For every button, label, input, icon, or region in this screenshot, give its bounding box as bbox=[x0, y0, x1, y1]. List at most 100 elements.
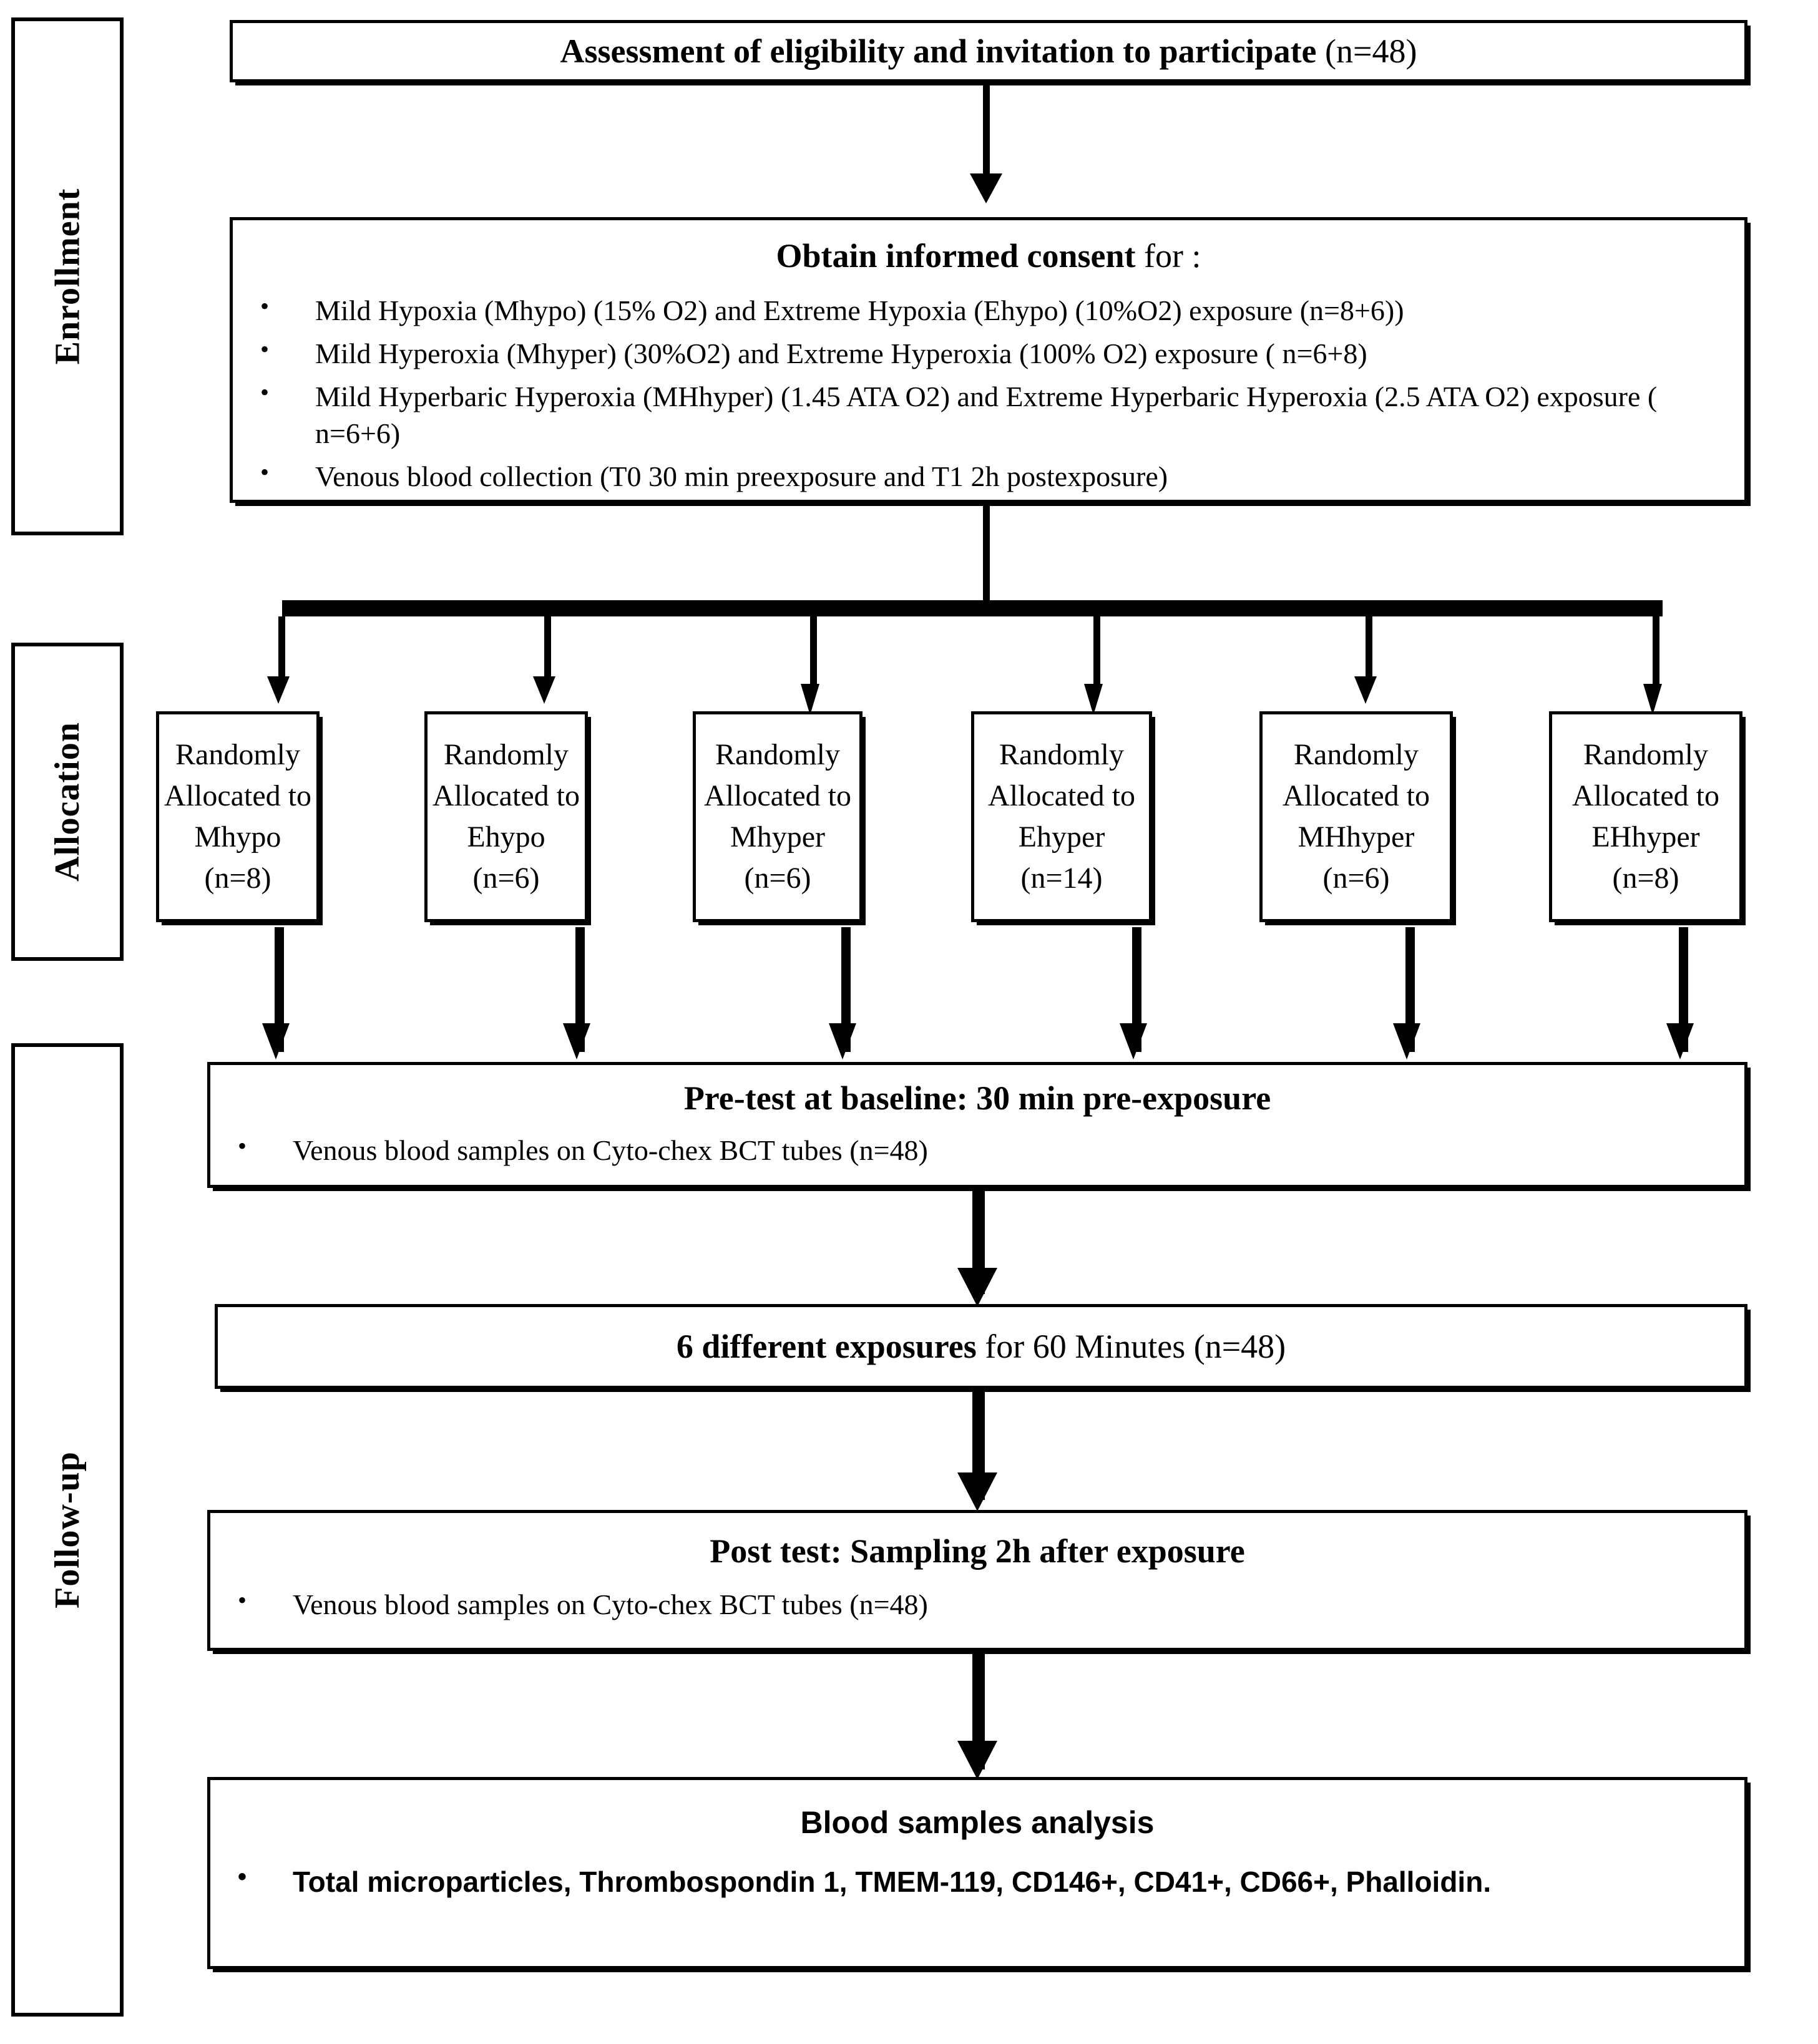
exposures-title-bold: 6 different exposures bbox=[676, 1327, 977, 1365]
branch-arrowhead-2 bbox=[533, 676, 555, 704]
alloc-to-pretest-line-5 bbox=[1405, 927, 1415, 1052]
alloc-to-pretest-arrow-6 bbox=[1666, 1023, 1694, 1059]
branch-arrowhead-1 bbox=[267, 676, 290, 704]
phase-label-followup: Follow-up bbox=[48, 1451, 87, 1608]
consent-bullet-4: Venous blood collection (T0 30 min preex… bbox=[233, 456, 1712, 495]
analysis-box: Blood samples analysis Total micropartic… bbox=[207, 1777, 1747, 1969]
pretest-bullet-1: Venous blood samples on Cyto-chex BCT tu… bbox=[210, 1130, 1744, 1169]
allocation-text-ehyper: Randomly Allocated to Ehyper (n=14) bbox=[974, 734, 1149, 900]
consent-bullet-1: Mild Hypoxia (Mhypo) (15% O2) and Extrem… bbox=[233, 290, 1712, 329]
allocation-line3: MHhyper bbox=[1298, 820, 1415, 854]
allocation-text-mhhyper: Randomly Allocated to MHhyper (n=6) bbox=[1263, 734, 1450, 900]
allocation-line2: Allocated to bbox=[704, 779, 851, 812]
eligibility-title-row: Assessment of eligibility and invitation… bbox=[233, 32, 1744, 71]
connector-exposures-to-posttest bbox=[972, 1389, 985, 1500]
allocation-line4: (n=8) bbox=[204, 862, 271, 895]
allocation-line1: Randomly bbox=[444, 737, 569, 771]
connector-eligibility-to-consent bbox=[983, 82, 990, 176]
arrowhead-posttest-to-analysis bbox=[957, 1741, 997, 1779]
consent-title-row: Obtain informed consent for : bbox=[233, 236, 1744, 275]
alloc-to-pretest-arrow-2 bbox=[563, 1023, 590, 1059]
allocation-line3: Ehyper bbox=[1018, 820, 1105, 854]
phase-label-allocation: Allocation bbox=[48, 722, 87, 882]
eligibility-count: (n=48) bbox=[1325, 32, 1417, 70]
alloc-to-pretest-line-2 bbox=[575, 927, 585, 1052]
allocation-line4: (n=14) bbox=[1020, 862, 1103, 895]
connector-pretest-to-exposures bbox=[972, 1188, 985, 1294]
analysis-bullet-1: Total microparticles, Thrombospondin 1, … bbox=[210, 1861, 1507, 1900]
exposures-title-row: 6 different exposures for 60 Minutes (n=… bbox=[218, 1327, 1744, 1366]
pretest-title: Pre-test at baseline: 30 min pre-exposur… bbox=[683, 1079, 1271, 1117]
allocation-line2: Allocated to bbox=[164, 779, 311, 812]
allocation-line3: Mhyper bbox=[730, 820, 825, 854]
allocation-line3: Mhypo bbox=[194, 820, 281, 854]
consent-bullet-3: Mild Hyperbaric Hyperoxia (MHhyper) (1.4… bbox=[233, 376, 1712, 452]
allocation-line4: (n=6) bbox=[1322, 862, 1390, 895]
posttest-bullet-1: Venous blood samples on Cyto-chex BCT tu… bbox=[210, 1584, 1744, 1623]
allocation-text-mhyper: Randomly Allocated to Mhyper (n=6) bbox=[696, 734, 859, 900]
connector-consent-to-bus bbox=[983, 503, 990, 609]
allocation-line1: Randomly bbox=[175, 737, 300, 771]
alloc-to-pretest-arrow-4 bbox=[1120, 1023, 1147, 1059]
consent-title: Obtain informed consent bbox=[776, 237, 1136, 275]
analysis-bullet-list: Total microparticles, Thrombospondin 1, … bbox=[210, 1857, 1744, 1907]
allocation-box-ehyper: Randomly Allocated to Ehyper (n=14) bbox=[971, 711, 1152, 922]
allocation-text-mhypo: Randomly Allocated to Mhypo (n=8) bbox=[159, 734, 316, 900]
allocation-box-mhypo: Randomly Allocated to Mhypo (n=8) bbox=[156, 711, 320, 922]
pretest-box: Pre-test at baseline: 30 min pre-exposur… bbox=[207, 1062, 1747, 1188]
alloc-to-pretest-line-6 bbox=[1679, 927, 1688, 1052]
branch-drop-3 bbox=[810, 616, 817, 685]
allocation-line4: (n=6) bbox=[472, 862, 540, 895]
alloc-to-pretest-arrow-3 bbox=[829, 1023, 856, 1059]
allocation-text-ehypo: Randomly Allocated to Ehypo (n=6) bbox=[428, 734, 585, 900]
allocation-line2: Allocated to bbox=[1572, 779, 1719, 812]
branch-arrowhead-5 bbox=[1354, 676, 1377, 704]
allocation-line3: Ehypo bbox=[467, 820, 545, 854]
alloc-to-pretest-arrow-5 bbox=[1393, 1023, 1420, 1059]
branch-drop-5 bbox=[1366, 616, 1372, 678]
alloc-to-pretest-arrow-1 bbox=[262, 1023, 290, 1059]
posttest-bullet-list: Venous blood samples on Cyto-chex BCT tu… bbox=[210, 1580, 1744, 1630]
phase-rail-followup: Follow-up bbox=[11, 1043, 124, 2017]
branch-arrowhead-4 bbox=[1084, 684, 1103, 715]
branch-arrowhead-6 bbox=[1643, 684, 1662, 715]
branch-drop-1 bbox=[278, 616, 285, 678]
consent-title-suffix: for : bbox=[1144, 237, 1201, 275]
allocation-box-ehypo: Randomly Allocated to Ehypo (n=6) bbox=[424, 711, 588, 922]
arrowhead-eligibility-to-consent bbox=[970, 173, 1002, 203]
phase-rail-allocation: Allocation bbox=[11, 643, 124, 961]
alloc-to-pretest-line-3 bbox=[841, 927, 851, 1052]
allocation-line1: Randomly bbox=[1583, 737, 1708, 771]
informed-consent-box: Obtain informed consent for : Mild Hypox… bbox=[230, 217, 1747, 503]
branch-drop-6 bbox=[1653, 616, 1659, 685]
posttest-title: Post test: Sampling 2h after exposure bbox=[710, 1532, 1245, 1570]
allocation-line1: Randomly bbox=[1294, 737, 1419, 771]
branch-drop-2 bbox=[544, 616, 551, 678]
connector-posttest-to-analysis bbox=[972, 1651, 985, 1769]
allocation-box-ehhyper: Randomly Allocated to EHhyper (n=8) bbox=[1549, 711, 1742, 922]
analysis-title: Blood samples analysis bbox=[800, 1805, 1155, 1840]
allocation-box-mhyper: Randomly Allocated to Mhyper (n=6) bbox=[693, 711, 863, 922]
allocation-line1: Randomly bbox=[999, 737, 1124, 771]
allocation-line4: (n=8) bbox=[1612, 862, 1679, 895]
allocation-line2: Allocated to bbox=[433, 779, 580, 812]
arrowhead-pretest-to-exposures bbox=[957, 1268, 997, 1307]
eligibility-box: Assessment of eligibility and invitation… bbox=[230, 20, 1747, 82]
exposures-box: 6 different exposures for 60 Minutes (n=… bbox=[215, 1304, 1747, 1389]
phase-label-enrollment: Enrollment bbox=[48, 188, 87, 365]
allocation-text-ehhyper: Randomly Allocated to EHhyper (n=8) bbox=[1552, 734, 1739, 900]
allocation-box-mhhyper: Randomly Allocated to MHhyper (n=6) bbox=[1259, 711, 1453, 922]
arrowhead-exposures-to-posttest bbox=[957, 1472, 997, 1511]
pretest-bullet-list: Venous blood samples on Cyto-chex BCT tu… bbox=[210, 1126, 1744, 1175]
allocation-line1: Randomly bbox=[715, 737, 840, 771]
alloc-to-pretest-line-1 bbox=[275, 927, 284, 1052]
allocation-line4: (n=6) bbox=[744, 862, 811, 895]
branch-arrowhead-3 bbox=[801, 684, 819, 715]
phase-rail-enrollment: Enrollment bbox=[11, 17, 124, 535]
consent-bullet-list: Mild Hypoxia (Mhypo) (15% O2) and Extrem… bbox=[233, 286, 1744, 501]
consent-bullet-2: Mild Hyperoxia (Mhyper) (30%O2) and Extr… bbox=[233, 333, 1712, 372]
alloc-to-pretest-line-4 bbox=[1132, 927, 1141, 1052]
posttest-box: Post test: Sampling 2h after exposure Ve… bbox=[207, 1510, 1747, 1651]
allocation-bus-bar bbox=[282, 600, 1663, 616]
